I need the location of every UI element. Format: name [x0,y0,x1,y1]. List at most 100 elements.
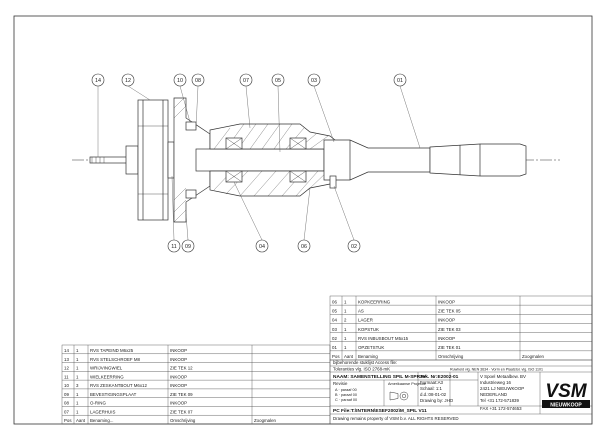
balloon-bottom: 11 [167,175,181,253]
bolt-02 [329,175,337,189]
parts-row: 03 1 KOPSTUK ZIE TEK 03 [332,327,461,332]
drawn-by-label: Drawing by: JHO [420,398,454,403]
parts-header-cell: Benaming [358,354,378,359]
assembly-drawing [72,97,560,223]
parts-cell: ZIE TEK 03 [438,327,461,332]
parts-cell: 11 [64,374,69,379]
balloon-label: 10 [177,78,183,84]
parts-header-cell: Pos [64,418,72,423]
parts-cell: 3 [76,383,79,388]
parts-cell: ZIE TEK 07 [170,409,193,414]
balloon-label: 02 [351,244,357,250]
parts-cell: WIELKEERRING [90,374,124,379]
balloon-label: 08 [195,78,201,84]
parts-cell: INKOOP [170,357,187,362]
shaft-05 [195,148,325,172]
balloon-bottom: 06 [297,187,311,253]
parts-row: 13 1 RVS STELSCHROEF M8 INKOOP [64,357,187,362]
parts-cell: 05 [332,308,337,313]
revision-c: C · paraaf 00 [335,398,357,402]
parts-cell: 14 [64,348,69,353]
balloon-top: 03 [307,73,335,143]
parts-cell: KOPSTUK [358,327,379,332]
parts-cell: INKOOP [438,318,455,323]
parts-cell: 04 [332,318,337,323]
company-fax: FAX +31 172-574653 [480,406,522,411]
parts-cell: LAGER [358,318,373,323]
revision-label: Revisie [333,381,348,386]
balloon-label: 05 [275,78,281,84]
parts-header-cell: Benaming... [90,418,113,423]
balloon-label: 04 [259,244,265,250]
company-street: Industrieweg 16 [480,380,512,385]
parts-cell: ZIE TEK 12 [170,366,193,371]
balloon-bottom: 09 [181,213,195,253]
parts-cell: ZIE TEK 05 [438,308,461,313]
balloon-label: 12 [125,78,131,84]
company-tel: Tel +31 172-571839 [480,398,519,403]
balloon-top: 10 [173,73,191,123]
parts-header-cell: Pos [332,354,340,359]
parts-cell: ZIE TEK 09 [170,392,193,397]
scale-label: Schaal: 1:1 [420,386,443,391]
parts-header-cell: Zoogmalen [254,418,277,423]
balloon-bottom: 02 [333,185,361,253]
parts-cell: 1 [344,308,347,313]
set-screw-13 [125,145,139,175]
parts-cell: 09 [64,392,69,397]
parts-cell: KOPKEERRING [358,299,391,304]
parts-cell: 13 [64,357,69,362]
parts-cell: INKOOP [170,383,187,388]
parts-cell: WRIJVINGWIEL [90,366,123,371]
balloon-top: 01 [393,73,421,149]
parts-cell: INKOOP [170,374,187,379]
head-piece-03 [323,139,431,181]
parts-cell: RVS TAPEIND M6x25 [90,348,134,353]
parts-cell: RVS STELSCHROEF M8 [90,357,140,362]
property-notice: Drawing remains property of VSM b.v. ALL… [333,416,459,421]
projection-symbol-icon [389,391,409,401]
balloon-label: 14 [95,78,101,84]
parts-cell: 1 [76,357,79,362]
parts-cell: 08 [64,401,69,406]
parts-header-cell: Omschrijving [438,354,464,359]
vsm-logo: VSM NIEUWKOOP [542,381,590,409]
linked-file-label: bijbehorende stuklijst Access file: [333,360,397,365]
balloon-top: 14 [91,73,105,157]
parts-cell: 01 [332,345,337,350]
pc-file-label: PC File:T:\INTERN\ESEF2002\M_SPIL V11 [333,408,427,414]
company-city: 2421 LJ NIEUWKOOP [480,386,524,391]
revision-a: A · paraaf 00 [335,388,357,392]
parts-header-cell: Aant [344,354,354,359]
roughness-label: Ruwheid vlg. NEN 3634 · Vorm en Plaatsto… [450,368,543,372]
parts-cell: RVS ZESKANTBOUT M6x12 [90,383,147,388]
parts-cell: ZIE TEK 01 [438,345,461,350]
parts-cell: 03 [332,327,337,332]
balloon-label: 01 [397,78,403,84]
parts-cell: 1 [344,345,347,350]
parts-cell: O-RING [90,401,106,406]
parts-cell: 1 [76,401,79,406]
parts-cell: INKOOP [438,336,455,341]
parts-cell: 1 [344,327,347,332]
parts-cell: INKOOP [438,299,455,304]
tolerance-label: Toleranties vlg. ISO 2768-mK [333,367,390,372]
parts-cell: 1 [76,392,79,397]
logo-text: VSM [545,381,587,402]
